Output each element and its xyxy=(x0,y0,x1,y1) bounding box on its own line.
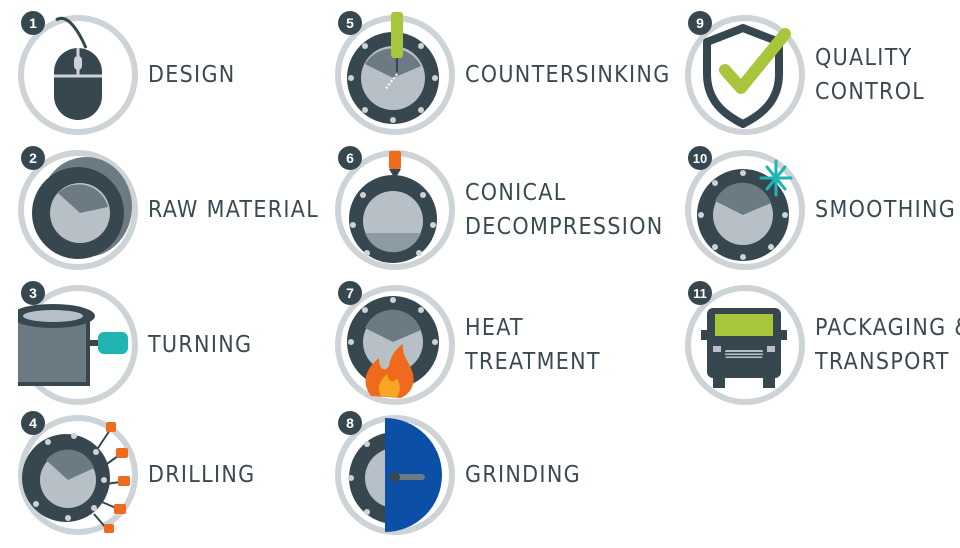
step-label-line: SMOOTHING xyxy=(815,197,957,223)
step-label: GRINDING xyxy=(465,458,581,492)
step-label: COUNTERSINKING xyxy=(465,58,671,92)
step-label-line: RAW MATERIAL xyxy=(148,197,320,223)
step-number: 6 xyxy=(346,150,354,166)
step-label-line: DECOMPRESSION xyxy=(465,214,664,240)
countersinking-icon: 5 xyxy=(335,11,455,135)
step-quality-control: 9 QUALITY CONTROL xyxy=(685,10,960,140)
step-number: 2 xyxy=(29,150,37,166)
step-label-line: PACKAGING & xyxy=(815,315,960,341)
step-drilling: 4 DRILLING xyxy=(18,410,318,540)
drilling-icon: 4 xyxy=(18,411,138,535)
step-label-line: TURNING xyxy=(148,332,253,358)
step-label: PACKAGING & TRANSPORT xyxy=(815,311,960,379)
turning-icon: 3 xyxy=(18,281,138,405)
step-countersinking: 5 COUNTERSINKING xyxy=(335,10,669,140)
step-number: 8 xyxy=(346,415,354,431)
step-label: DRILLING xyxy=(148,458,255,492)
step-number: 10 xyxy=(693,151,707,166)
step-number: 7 xyxy=(346,285,354,301)
step-label: DESIGN xyxy=(148,58,236,92)
step-packaging-transport: 11 PACKAGING & TRANSPORT xyxy=(685,280,960,410)
grinding-icon: 8 xyxy=(335,411,455,535)
truck-icon: 11 xyxy=(685,281,805,405)
step-number: 3 xyxy=(29,285,37,301)
step-turning: 3 TURNING xyxy=(18,280,318,410)
step-label: RAW MATERIAL xyxy=(148,193,319,227)
step-label: SMOOTHING xyxy=(815,193,956,227)
step-label-line: CONICAL xyxy=(465,180,567,206)
step-number: 11 xyxy=(693,286,707,301)
step-number: 9 xyxy=(696,15,704,31)
step-label-line: CONTROL xyxy=(815,79,926,105)
step-label-line: TREATMENT xyxy=(465,349,601,375)
step-label-line: COUNTERSINKING xyxy=(465,62,671,88)
step-number: 1 xyxy=(29,15,37,31)
step-label: HEAT TREATMENT xyxy=(465,311,601,379)
step-label-line: TRANSPORT xyxy=(815,349,950,375)
step-smoothing: 10 SMOOTHING xyxy=(685,145,960,275)
step-label: QUALITY CONTROL xyxy=(815,41,925,109)
step-number: 4 xyxy=(29,415,37,431)
heat-treatment-icon: 7 xyxy=(335,281,455,405)
step-design: 1 DESIGN xyxy=(18,10,318,140)
step-number: 5 xyxy=(346,15,354,31)
step-label-line: GRINDING xyxy=(465,462,581,488)
step-conical-decompression: 6 CONICAL DECOMPRESSION xyxy=(335,145,662,275)
step-grinding: 8 GRINDING xyxy=(335,410,635,540)
step-label-line: DESIGN xyxy=(148,62,236,88)
step-heat-treatment: 7 HEAT TREATMENT xyxy=(335,280,635,410)
shield-check-icon: 9 xyxy=(685,11,805,135)
step-label: TURNING xyxy=(148,328,252,362)
smoothing-icon: 10 xyxy=(685,146,805,270)
conical-decompression-icon: 6 xyxy=(335,146,455,270)
ring-icon: 2 xyxy=(18,146,138,270)
step-label-line: HEAT xyxy=(465,315,524,341)
step-label-line: DRILLING xyxy=(148,462,256,488)
step-label: CONICAL DECOMPRESSION xyxy=(465,176,664,244)
step-label-line: QUALITY xyxy=(815,45,913,71)
step-raw-material: 2 RAW MATERIAL xyxy=(18,145,318,275)
mouse-icon: 1 xyxy=(18,11,138,135)
